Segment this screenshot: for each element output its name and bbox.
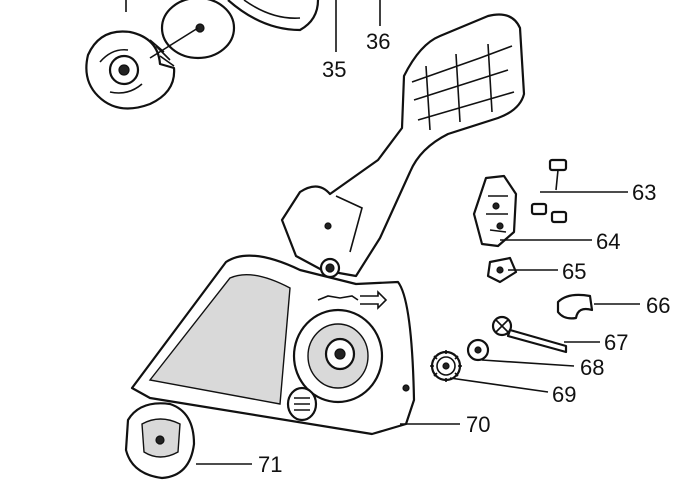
part-66-drawing	[556, 293, 594, 320]
part-67-drawing	[491, 315, 568, 354]
leader-69	[449, 377, 549, 393]
leader-68	[481, 359, 575, 367]
callout-65: 65	[562, 259, 586, 284]
hand-guard-drawing	[280, 13, 526, 279]
part-71-drawing	[124, 402, 196, 480]
part-63-screws-drawing	[530, 158, 568, 224]
callout-64: 64	[596, 229, 620, 254]
part-69-drawing	[430, 350, 462, 382]
callout-68: 68	[580, 355, 604, 380]
callout-67: 67	[604, 330, 628, 355]
part-68-drawing	[466, 338, 490, 362]
callout-66: 66	[646, 293, 670, 318]
callout-63: 63	[632, 180, 656, 205]
callout-70: 70	[466, 412, 490, 437]
callout-35: 35	[322, 57, 346, 82]
clutch-assembly-drawing	[85, 0, 176, 110]
callout-71: 71	[258, 452, 282, 477]
clutch-drum-drawing	[149, 0, 320, 60]
part-64-drawing	[472, 174, 518, 248]
callout-36: 36	[366, 29, 390, 54]
part-65-drawing	[486, 256, 518, 284]
leader-lines	[196, 191, 640, 465]
sprocket-cover-drawing	[130, 254, 416, 436]
callout-69: 69	[552, 382, 576, 407]
